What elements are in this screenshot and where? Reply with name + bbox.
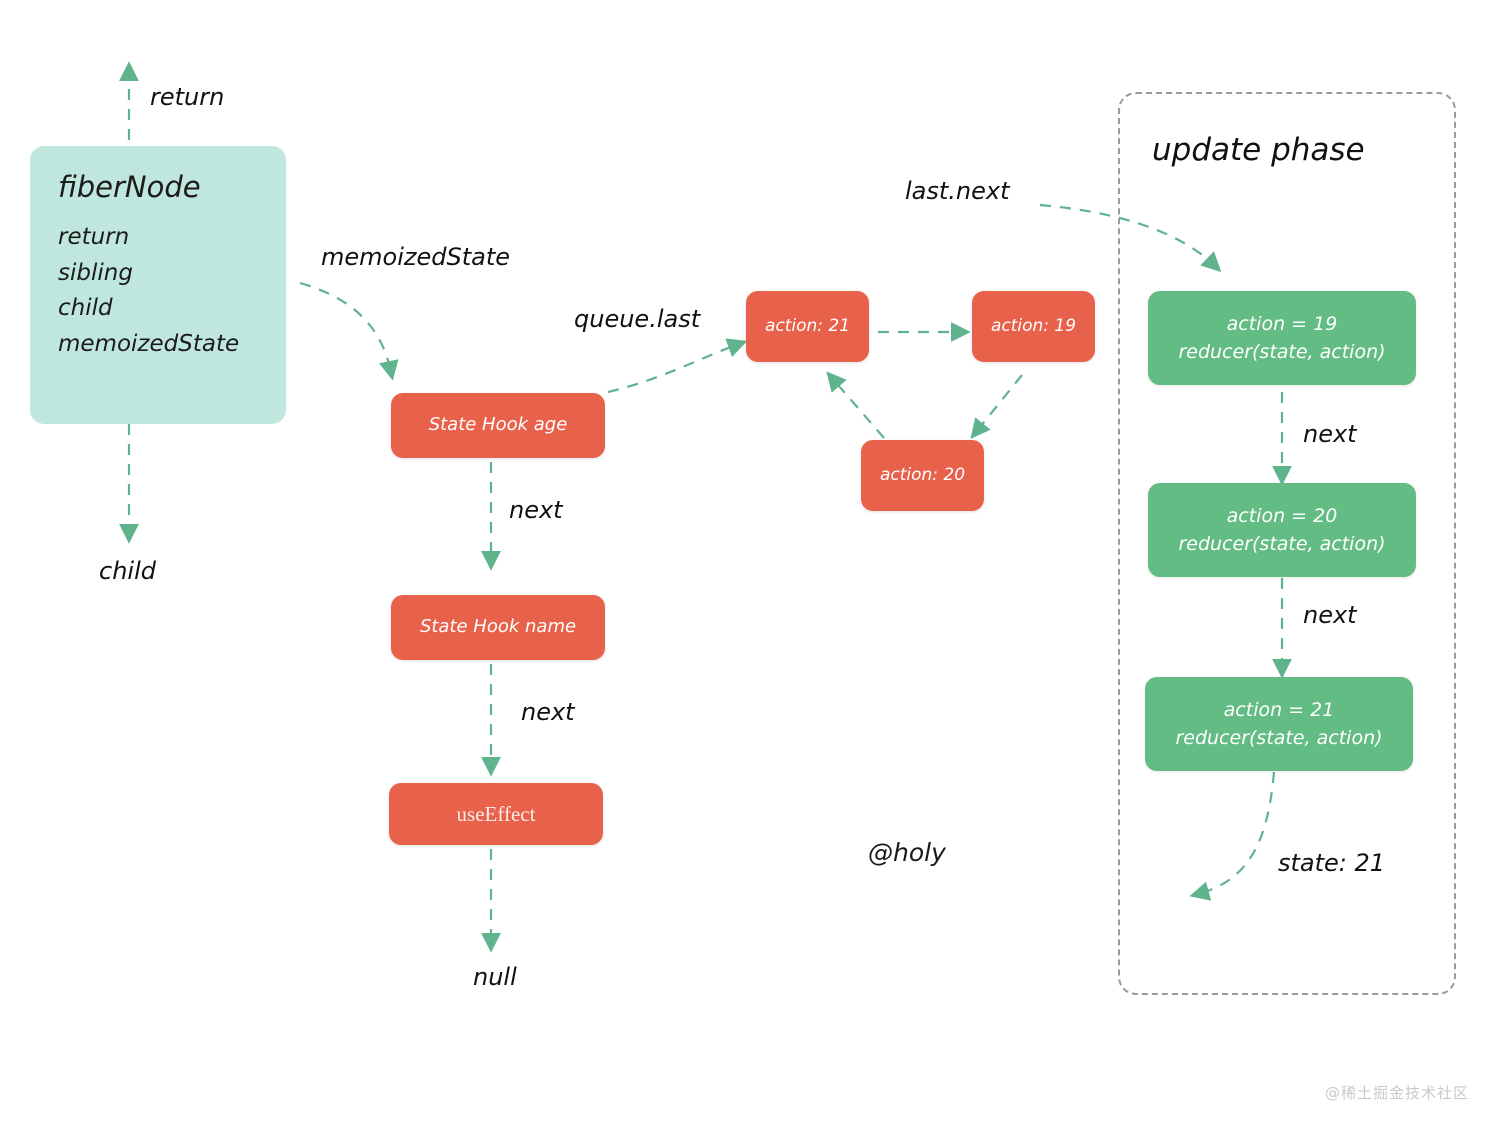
action-node-19[interactable]: action: 19 [972, 291, 1095, 362]
edge-label-hook-next-2: next [521, 698, 575, 726]
edge-label-return: return [150, 83, 225, 111]
edge-label-update-next-1: next [1303, 420, 1357, 448]
site-watermark: @稀土掘金技术社区 [1325, 1084, 1470, 1102]
edge-label-memoized-state: memoizedState [321, 243, 510, 271]
update-node-action: action = 21 [1223, 698, 1335, 721]
hook-node-label: State Hook name [419, 616, 577, 638]
update-node-action-20[interactable]: action = 20 reducer(state, action) [1148, 483, 1416, 577]
action-node-label: action: 20 [879, 465, 966, 486]
update-phase-panel [1118, 92, 1456, 995]
update-phase-result-label: state: 21 [1278, 849, 1386, 877]
action-node-label: action: 21 [764, 316, 851, 337]
hook-node-label: State Hook age [428, 414, 568, 436]
action-node-21[interactable]: action: 21 [746, 291, 869, 362]
edge-action20-action21 [826, 371, 885, 439]
edge-label-hook-next-1: next [509, 496, 563, 524]
fiber-node-title: fiberNode [58, 170, 201, 204]
update-node-action-19[interactable]: action = 19 reducer(state, action) [1148, 291, 1416, 385]
update-node-reducer: reducer(state, action) [1175, 727, 1383, 749]
edge-action19-action20 [970, 374, 1023, 439]
edge-label-queue-last: queue.last [574, 305, 701, 333]
hook-node-state-hook-name[interactable]: State Hook name [391, 595, 605, 660]
fiber-node-prop-sibling: sibling [58, 259, 133, 286]
action-node-label: action: 19 [990, 316, 1077, 337]
edge-label-child: child [99, 557, 156, 585]
edge-label-last-next: last.next [905, 177, 1010, 205]
update-node-reducer: reducer(state, action) [1178, 533, 1386, 555]
edge-memoized-state [299, 281, 399, 381]
fiber-node-prop-return: return [58, 223, 130, 250]
edge-label-update-next-2: next [1303, 601, 1357, 629]
hook-node-state-hook-age[interactable]: State Hook age [391, 393, 605, 458]
update-phase-title: update phase [1152, 132, 1365, 168]
hook-node-label: useEffect [456, 801, 536, 826]
update-node-action-21[interactable]: action = 21 reducer(state, action) [1145, 677, 1413, 771]
fiber-node-box[interactable]: fiberNode return sibling child memoizedS… [30, 146, 286, 424]
hook-node-use-effect[interactable]: useEffect [389, 783, 603, 845]
update-node-action: action = 20 [1226, 504, 1338, 527]
update-node-action: action = 19 [1226, 312, 1338, 335]
author-signature: @holy [868, 838, 946, 867]
hook-chain-null-label: null [473, 963, 517, 991]
update-node-reducer: reducer(state, action) [1178, 341, 1386, 363]
fiber-node-prop-memoized-state: memoizedState [58, 330, 240, 357]
fiber-node-prop-child: child [58, 295, 113, 322]
action-node-20[interactable]: action: 20 [861, 440, 984, 511]
edge-queue-last [607, 338, 748, 394]
